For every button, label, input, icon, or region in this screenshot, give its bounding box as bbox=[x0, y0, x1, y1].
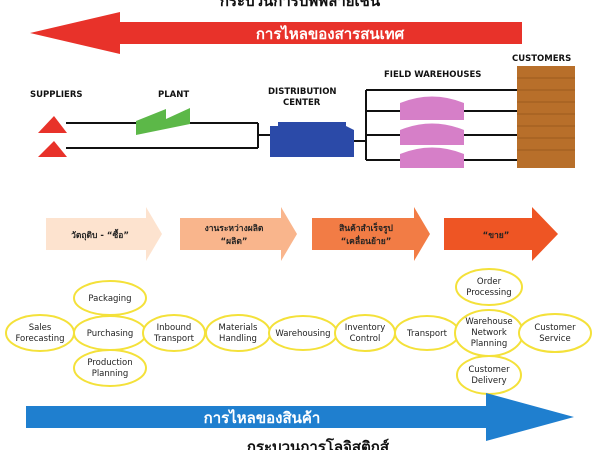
order-processing-label-line2: Processing bbox=[466, 288, 511, 298]
phase-arrow-3-label-line2: “เคลื่อนย้าย” bbox=[341, 234, 392, 247]
sales-forecasting-ellipse bbox=[5, 314, 75, 352]
inventory-control-label-line1: Inventory bbox=[345, 323, 386, 333]
inventory-control-ellipse bbox=[334, 314, 396, 352]
supplier-icon-bottom bbox=[38, 141, 67, 157]
phase-arrow-1-label: วัตถุดิบ - “ซื้อ” bbox=[71, 228, 129, 241]
inbound-transport-label-line1: Inbound bbox=[157, 323, 192, 333]
phase-arrow-4-shape bbox=[444, 207, 558, 261]
customer-delivery-label-line2: Delivery bbox=[471, 376, 506, 386]
suppliers-label: SUPPLIERS bbox=[30, 90, 83, 100]
phase-arrow-4: “ขาย” bbox=[444, 207, 558, 261]
distribution-center-label-line2: CENTER bbox=[283, 98, 321, 108]
customer-delivery-ellipse bbox=[456, 355, 522, 395]
bottom-cut-title: กระบวนการโลจิสติกส์ bbox=[247, 437, 390, 450]
top-cut-title: กระบวนการบัพพลายเชน bbox=[220, 0, 381, 10]
phase-arrow-4-label: “ขาย” bbox=[483, 231, 510, 241]
sales-forecasting-label-line1: Sales bbox=[29, 323, 52, 333]
field-warehouse-icon-2 bbox=[400, 123, 464, 145]
phase-arrow-3-label-line1: สินค้าสำเร็จรูป bbox=[339, 221, 393, 234]
information-flow-arrow-shape bbox=[30, 12, 522, 54]
customer-service-label-line2: Service bbox=[539, 334, 570, 344]
warehouse-network-planning-label-line2: Network bbox=[471, 328, 507, 338]
phase-arrow-3-shape bbox=[312, 207, 430, 261]
phase-arrow-1: วัตถุดิบ - “ซื้อ” bbox=[46, 207, 162, 261]
activity-labels: Packaging Sales Forecasting Purchasing P… bbox=[15, 277, 576, 386]
production-planning-label-line2: Planning bbox=[92, 369, 129, 379]
order-processing-ellipse bbox=[455, 268, 523, 306]
phase-arrow-2-shape bbox=[180, 207, 297, 261]
supplier-icon-top bbox=[38, 116, 67, 133]
goods-flow-arrow: การไหลของสินค้า bbox=[26, 393, 574, 441]
materials-handling-label-line2: Handling bbox=[219, 334, 257, 344]
information-flow-arrow: การไหลของสารสนเทศ bbox=[30, 12, 522, 54]
phase-arrow-3: สินค้าสำเร็จรูป “เคลื่อนย้าย” bbox=[312, 207, 430, 261]
materials-handling-ellipse bbox=[205, 314, 271, 352]
warehouse-network-planning-label-line3: Planning bbox=[471, 339, 508, 349]
phase-arrow-2-label-line2: “ผลิต” bbox=[221, 236, 248, 247]
distribution-center-label-line1: DISTRIBUTION bbox=[268, 87, 337, 97]
distribution-center-icon bbox=[270, 122, 354, 157]
customer-service-label-line1: Customer bbox=[534, 323, 576, 333]
activity-ellipses bbox=[5, 268, 592, 395]
field-warehouses-label: FIELD WAREHOUSES bbox=[384, 70, 481, 80]
production-planning-ellipse bbox=[73, 349, 147, 387]
customer-service-ellipse bbox=[518, 313, 592, 353]
goods-flow-label: การไหลของสินค้า bbox=[204, 408, 321, 427]
phase-arrow-1-shape bbox=[46, 207, 162, 261]
inbound-transport-ellipse bbox=[142, 314, 206, 352]
phase-arrow-2: งานระหว่างผลิต “ผลิต” bbox=[180, 207, 297, 261]
customers-building bbox=[517, 66, 575, 168]
inventory-control-label-line2: Control bbox=[350, 334, 381, 344]
production-planning-label-line1: Production bbox=[87, 358, 132, 368]
transport-label: Transport bbox=[406, 329, 448, 339]
phase-arrow-2-label-line1: งานระหว่างผลิต bbox=[205, 223, 264, 234]
customer-delivery-label-line1: Customer bbox=[468, 365, 510, 375]
warehouse-network-planning-label-line1: Warehouse bbox=[465, 317, 512, 327]
packaging-label: Packaging bbox=[88, 294, 131, 304]
information-flow-label: การไหลของสารสนเทศ bbox=[256, 24, 405, 43]
customers-label: CUSTOMERS bbox=[512, 54, 571, 64]
plant-label: PLANT bbox=[158, 90, 189, 100]
order-processing-label-line1: Order bbox=[477, 277, 502, 287]
plant-icon bbox=[136, 108, 190, 135]
inbound-transport-label-line2: Transport bbox=[153, 334, 195, 344]
purchasing-label: Purchasing bbox=[87, 329, 134, 339]
customers-icon bbox=[517, 66, 575, 168]
sales-forecasting-label-line2: Forecasting bbox=[15, 334, 64, 344]
goods-flow-arrow-shape bbox=[26, 393, 574, 441]
materials-handling-label-line1: Materials bbox=[219, 323, 259, 333]
field-warehouse-icon-1 bbox=[400, 96, 464, 120]
warehousing-label: Warehousing bbox=[275, 329, 330, 339]
field-warehouse-icon-3 bbox=[400, 147, 464, 168]
